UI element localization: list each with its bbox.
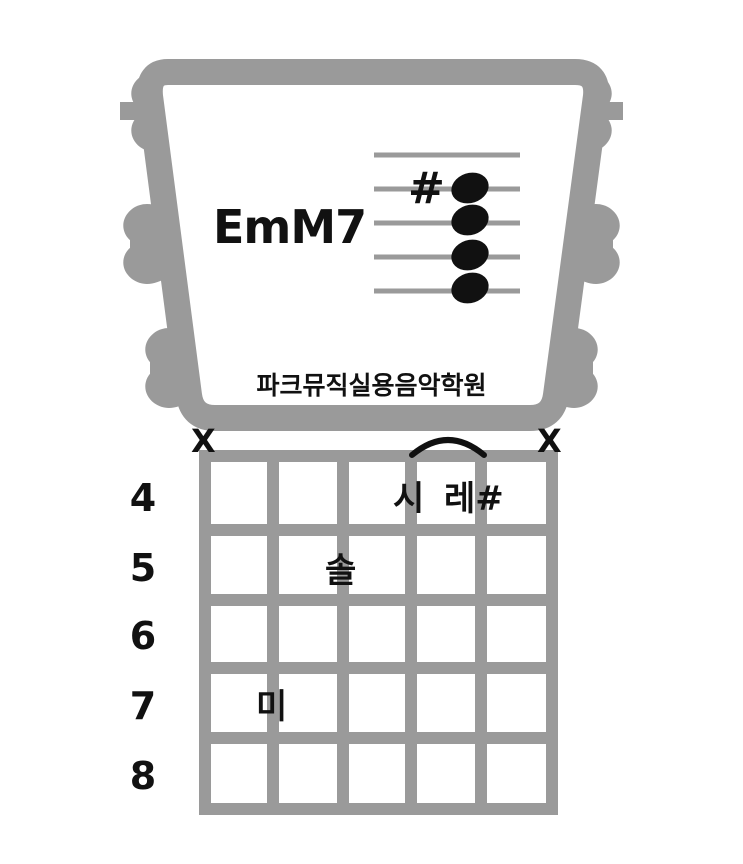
chord-noteheads (451, 172, 489, 304)
music-staff (374, 152, 520, 294)
academy-name: 파크뮤직실용음악학원 (256, 371, 487, 400)
fret-number: 4 (129, 476, 157, 520)
barre-arc-icon (409, 437, 487, 458)
notehead (451, 172, 489, 204)
sharp-accidental: # (408, 163, 445, 214)
note-label: 솔 (325, 551, 357, 591)
chord-name: EmM7 (213, 200, 367, 254)
notehead (451, 239, 489, 271)
fret-number: 8 (129, 754, 157, 798)
fret-number: 5 (129, 546, 157, 590)
headstock-frame (136, 59, 610, 431)
fret-number: 6 (129, 614, 157, 658)
notehead (451, 204, 489, 236)
muted-string-right: X (537, 422, 562, 460)
muted-string-left: X (191, 422, 216, 460)
note-label: 레# (444, 479, 504, 519)
note-label: 미 (256, 687, 288, 727)
note-label: 시 (393, 479, 425, 519)
fret-number: 7 (129, 684, 157, 728)
fretboard-grid (199, 450, 558, 815)
notehead (451, 272, 489, 304)
